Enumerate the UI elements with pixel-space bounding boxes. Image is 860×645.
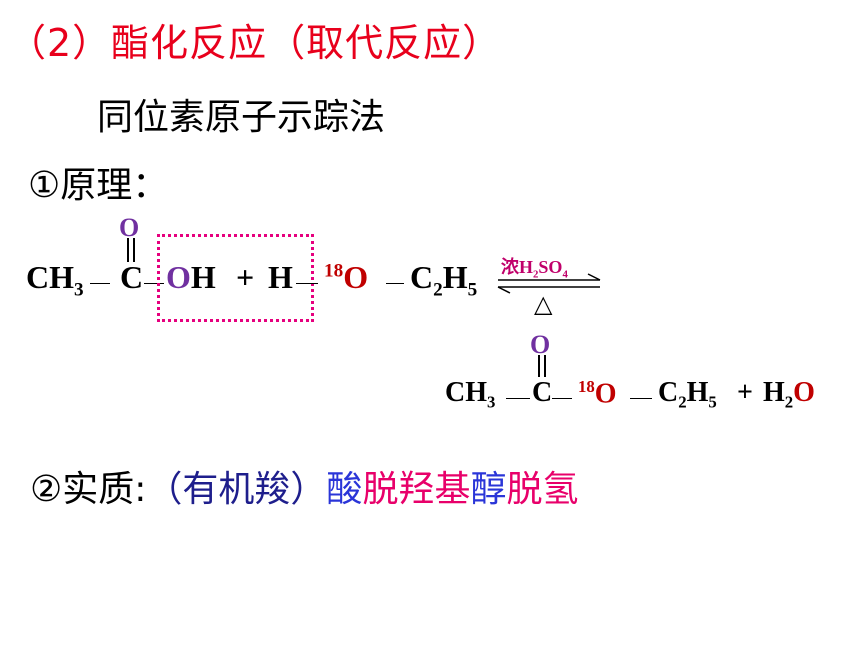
product-bond-o-c2h5 bbox=[630, 398, 652, 399]
product-bond-ch3-c bbox=[506, 398, 530, 399]
ethyl-group: C2H5 bbox=[410, 259, 478, 301]
principle-label: ①原理： bbox=[28, 165, 169, 206]
double-bond-right bbox=[133, 238, 135, 262]
heat-symbol: △ bbox=[534, 290, 553, 318]
product-isotope-oxygen: 18O bbox=[578, 377, 617, 410]
product-ethyl: C2H5 bbox=[658, 377, 717, 412]
essence-paren: （有机羧） bbox=[146, 469, 327, 510]
catalyst-label: 浓H2SO4 bbox=[501, 257, 568, 281]
bond-o-c2h5 bbox=[386, 283, 404, 284]
plus-sign: + bbox=[236, 259, 255, 295]
reactant-ch3: CH3 bbox=[26, 259, 84, 301]
slide-title: （2）酯化反应（取代反应） bbox=[8, 21, 502, 65]
product-bond-c-o bbox=[552, 398, 572, 399]
essence-acid: 酸 bbox=[326, 469, 363, 510]
product-plus: + bbox=[737, 377, 753, 408]
product-carbonyl-oxygen: O bbox=[530, 330, 551, 359]
reversible-arrow-icon bbox=[497, 273, 601, 294]
bond-c-oh bbox=[144, 283, 164, 284]
bond-h-o bbox=[296, 283, 318, 284]
cleavage-highlight-box bbox=[157, 234, 314, 322]
product-carbon: C bbox=[532, 377, 553, 408]
essence-remove-hydrogen: 脱氢 bbox=[506, 469, 579, 510]
product-double-bond-right bbox=[544, 355, 546, 377]
product-ch3: CH3 bbox=[445, 377, 496, 412]
bond-ch3-c bbox=[90, 283, 110, 284]
carbonyl-carbon: C bbox=[120, 259, 144, 295]
isotope-oxygen: 18O bbox=[324, 259, 369, 295]
carbonyl-oxygen: O bbox=[119, 213, 140, 242]
hydroxyl-group: OH bbox=[166, 259, 216, 295]
water: H2O bbox=[763, 377, 815, 412]
essence-alcohol: 醇 bbox=[470, 469, 507, 510]
essence-statement: ②实质:（有机羧）酸脱羟基醇脱氢 bbox=[30, 460, 578, 512]
essence-number: ②实质: bbox=[30, 469, 147, 510]
product-double-bond-left bbox=[538, 355, 540, 377]
slide-subtitle: 同位素原子示踪法 bbox=[97, 97, 386, 138]
double-bond-left bbox=[127, 238, 129, 262]
alcohol-hydrogen: H bbox=[268, 259, 293, 295]
essence-remove-hydroxyl: 脱羟基 bbox=[362, 469, 471, 510]
